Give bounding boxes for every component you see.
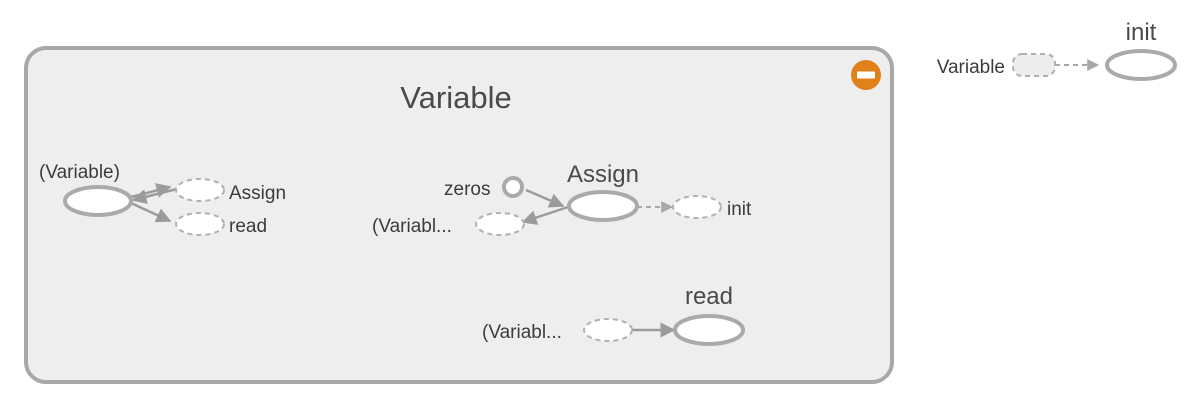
node-variable-ref-2-label: (Variabl...	[482, 322, 562, 343]
group-container-rect[interactable]	[24, 46, 894, 384]
edge-zeros-to-assign[interactable]	[525, 188, 565, 208]
node-variable-in[interactable]: (Variable)	[39, 162, 133, 217]
node-variable-collapsed[interactable]: Variable	[937, 53, 1056, 78]
node-read-shape[interactable]	[673, 314, 745, 346]
node-assign-shape[interactable]	[567, 190, 639, 222]
node-zeros-label: zeros	[444, 179, 490, 200]
node-read-stub-shape[interactable]	[175, 212, 225, 236]
node-variable-ref-1-shape[interactable]	[475, 212, 525, 236]
node-variable-collapsed-shape[interactable]	[1012, 53, 1056, 77]
node-assign-stub-shape[interactable]	[175, 178, 225, 202]
group-title: Variable	[400, 80, 511, 115]
node-read-stub-label: read	[229, 216, 267, 237]
node-init-stub-label: init	[727, 199, 752, 220]
node-init-stub-shape[interactable]	[672, 195, 722, 219]
node-assign-label: Assign	[567, 161, 639, 188]
node-variable-in-shape[interactable]	[63, 185, 133, 217]
group-variable[interactable]: Variable	[24, 46, 894, 384]
node-init[interactable]: init	[1105, 19, 1177, 81]
node-variable-ref-2[interactable]: (Variabl...	[482, 318, 633, 343]
node-init-stub[interactable]: init	[672, 195, 752, 220]
node-read-stub[interactable]: read	[175, 212, 267, 237]
node-init-shape[interactable]	[1105, 49, 1177, 81]
collapse-group-button[interactable]	[851, 60, 881, 90]
node-variable-in-label: (Variable)	[39, 162, 120, 183]
node-assign-stub-label: Assign	[229, 183, 286, 204]
node-zeros-shape[interactable]	[502, 176, 524, 198]
node-assign[interactable]: Assign	[567, 161, 639, 222]
node-init-label: init	[1126, 19, 1157, 46]
edge-assign-to-variable-ref-1[interactable]	[521, 205, 569, 225]
node-variable-ref-1[interactable]: (Variabl...	[372, 212, 525, 237]
node-variable-ref-1-label: (Variabl...	[372, 216, 452, 237]
node-zeros[interactable]: zeros	[444, 176, 524, 200]
node-read-label: read	[685, 283, 733, 310]
minus-glyph	[857, 71, 875, 79]
node-read[interactable]: read	[673, 283, 745, 346]
node-variable-collapsed-label: Variable	[937, 57, 1005, 78]
edge-variable-to-read-stub[interactable]	[130, 201, 172, 223]
node-variable-ref-2-shape[interactable]	[583, 318, 633, 342]
node-assign-stub[interactable]: Assign	[175, 178, 286, 204]
